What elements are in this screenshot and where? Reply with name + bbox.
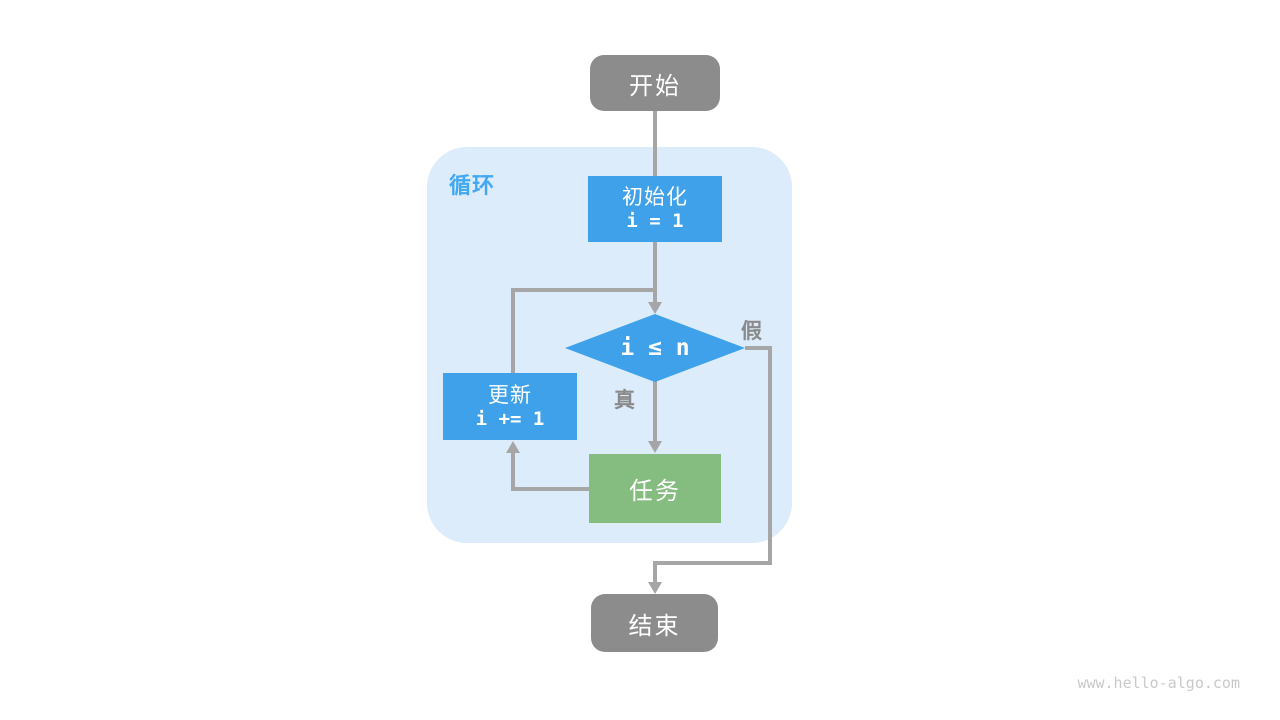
- arrowhead-into-task-icon: [648, 441, 662, 453]
- node-init: 初始化 i = 1: [588, 176, 722, 242]
- arrowhead-into-update-icon: [506, 441, 520, 453]
- node-start: 开始: [590, 55, 720, 111]
- arrowhead-into-condition-icon: [648, 302, 662, 314]
- edge-label-true: 真: [614, 388, 635, 412]
- edge-update-merge: [511, 288, 655, 374]
- node-condition-label: i ≤ n: [620, 335, 690, 361]
- node-update: 更新 i += 1: [443, 373, 577, 440]
- node-task-label: 任务: [629, 477, 681, 505]
- node-start-label: 开始: [629, 71, 681, 100]
- loop-label: 循环: [449, 174, 496, 199]
- edge-task-to-update: [511, 452, 589, 491]
- edge-label-false: 假: [741, 319, 762, 343]
- watermark: www.hello-algo.com: [1077, 674, 1240, 692]
- node-init-title: 初始化: [622, 185, 688, 209]
- node-update-code: i += 1: [475, 407, 545, 430]
- node-task: 任务: [589, 454, 721, 523]
- node-update-title: 更新: [488, 382, 532, 407]
- arrowhead-into-end-icon: [648, 582, 662, 594]
- edge-condition-to-end: [653, 346, 772, 582]
- node-end-label: 结束: [628, 611, 681, 640]
- node-init-code: i = 1: [626, 210, 684, 233]
- node-end: 结束: [591, 594, 718, 652]
